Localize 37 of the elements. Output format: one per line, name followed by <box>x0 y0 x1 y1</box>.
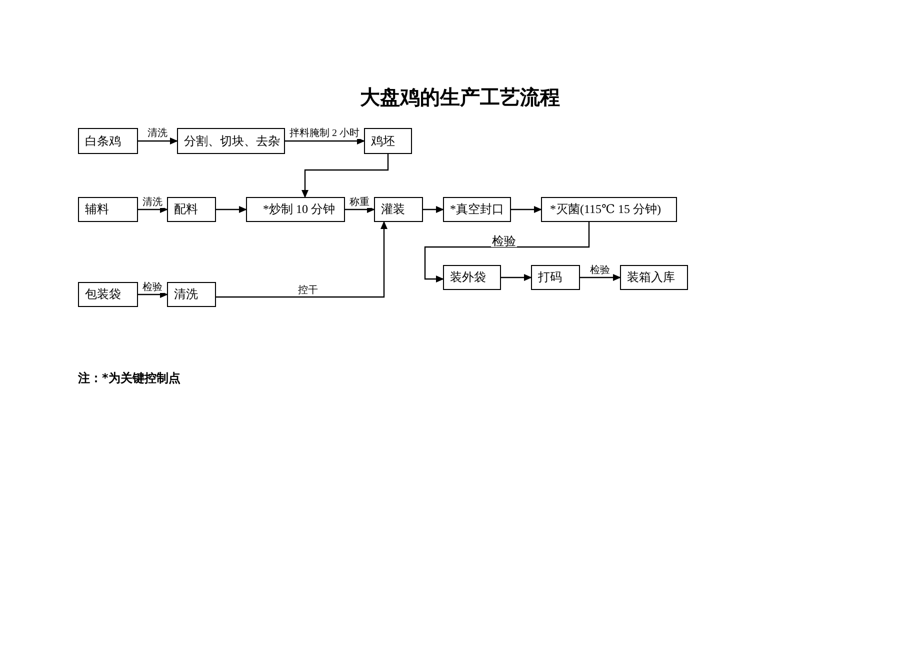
process-box: 分割、切块、去杂 <box>177 128 285 154</box>
arrow <box>138 138 178 144</box>
process-box: 清洗 <box>167 282 216 307</box>
edge-label: 检验 <box>589 266 611 276</box>
process-box: *真空封口 <box>443 197 511 222</box>
edge-label: 检验 <box>142 282 164 292</box>
process-box: 灌装 <box>374 197 423 222</box>
arrow <box>424 222 590 282</box>
edge-label: 检验 <box>491 235 517 247</box>
process-box: 打码 <box>531 265 580 290</box>
process-box: *灭菌(115℃ 15 分钟) <box>541 197 677 222</box>
edge-label: 清洗 <box>146 129 168 139</box>
edge-label: 清洗 <box>142 198 164 208</box>
arrow <box>501 274 532 281</box>
process-box: 装外袋 <box>443 265 501 290</box>
edge-label: 称重 <box>348 198 370 208</box>
arrow <box>580 274 621 281</box>
process-box: 辅料 <box>78 197 138 222</box>
arrow <box>216 206 247 213</box>
arrow <box>423 206 444 213</box>
process-box: *炒制 10 分钟 <box>246 197 345 222</box>
process-box: 装箱入库 <box>620 265 688 290</box>
arrow <box>302 154 389 198</box>
edge-label: 控干 <box>297 286 319 296</box>
process-box: 鸡坯 <box>364 128 412 154</box>
arrow <box>138 206 168 213</box>
arrow <box>345 206 375 213</box>
arrow <box>285 138 365 144</box>
arrow <box>138 291 168 298</box>
diagram-title: 大盘鸡的生产工艺流程 <box>360 87 560 109</box>
process-box: 白条鸡 <box>78 128 138 154</box>
edge-label: 拌料腌制 2 小时 <box>288 129 360 139</box>
process-box: 包装袋 <box>78 282 138 307</box>
arrow <box>511 206 542 213</box>
process-box: 配料 <box>167 197 216 222</box>
arrow <box>216 221 388 298</box>
note-text: 注：*为关键控制点 <box>78 370 180 387</box>
